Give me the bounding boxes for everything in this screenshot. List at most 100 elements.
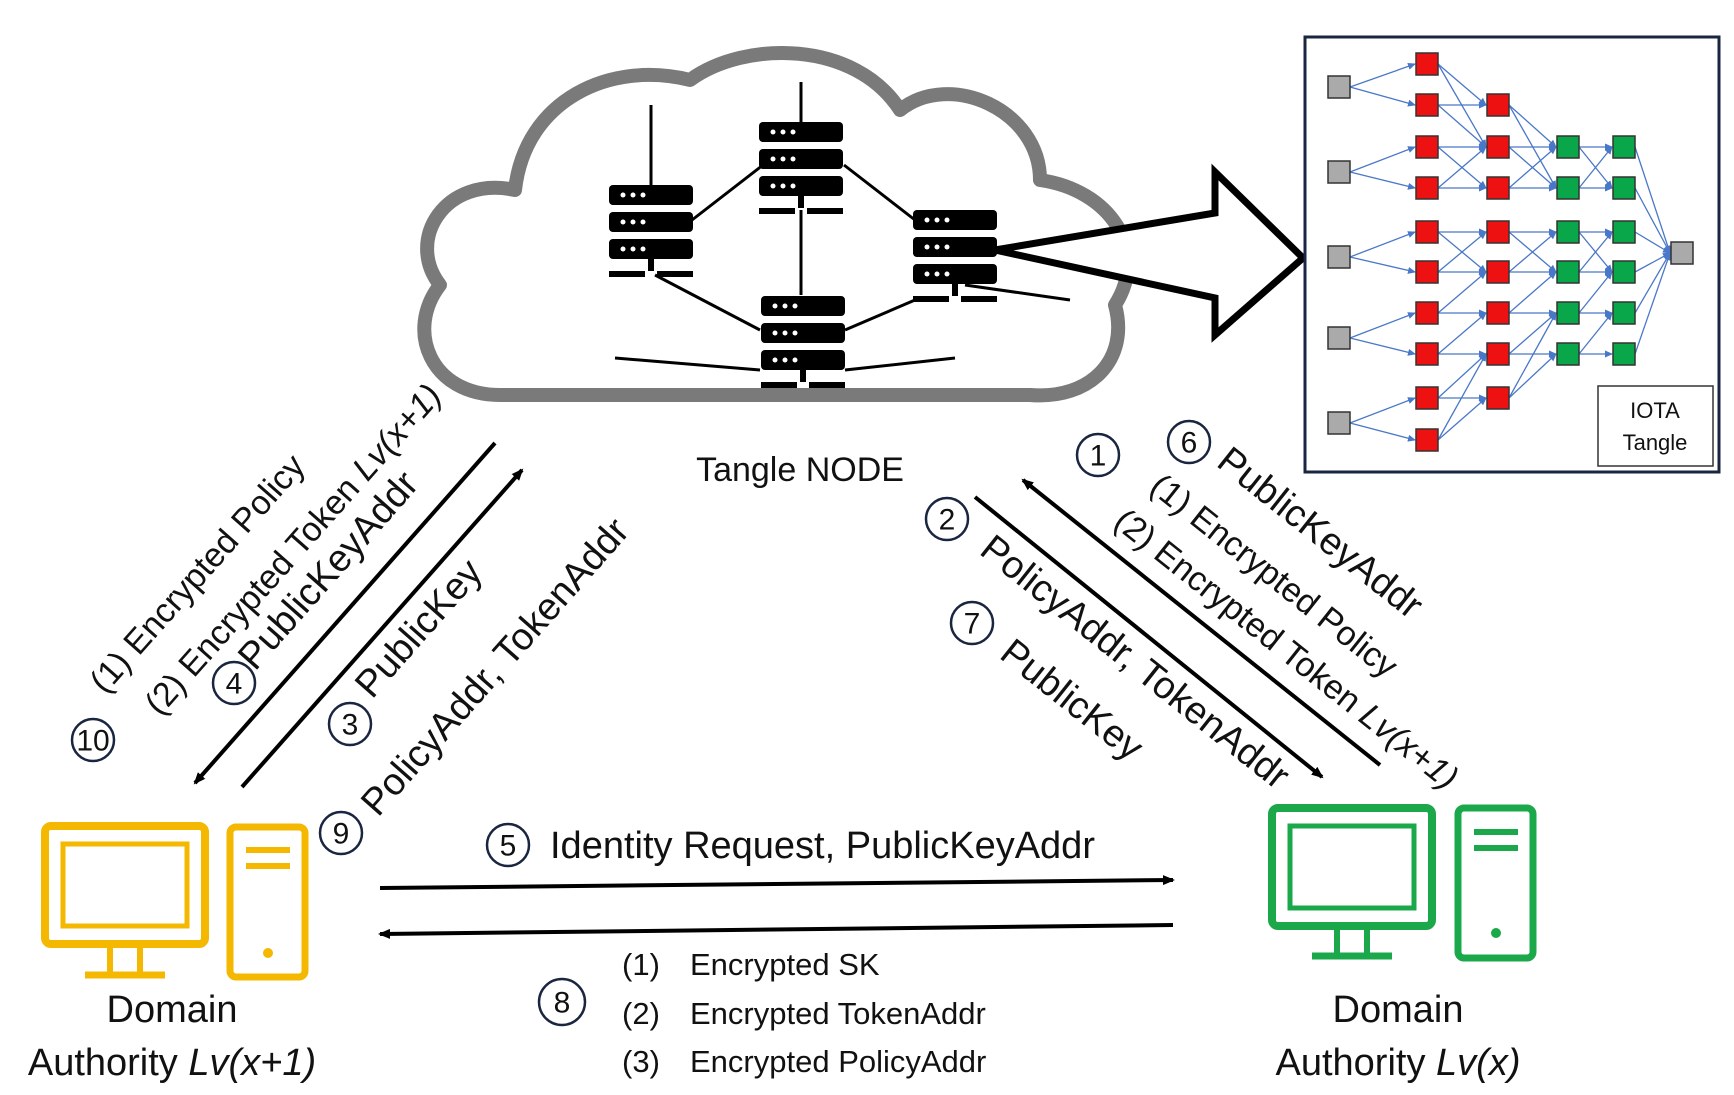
badge-9: 9	[318, 810, 364, 856]
arrow-right-to-left	[378, 923, 1174, 939]
tangle-node	[1327, 75, 1351, 99]
left-authority-line1: Domain	[107, 989, 238, 1031]
response-2-num: (2)	[622, 996, 660, 1031]
tangle-node	[1486, 176, 1510, 200]
tangle-node	[1327, 160, 1351, 184]
tangle-edge	[1578, 231, 1613, 273]
badge-7: 7	[949, 600, 995, 646]
badge-1: 1	[1075, 432, 1121, 478]
tangle-edge	[1437, 231, 1487, 273]
badge-4: 4	[211, 660, 257, 706]
server-4	[761, 296, 845, 388]
tangle-edge	[1437, 397, 1487, 441]
tangle-node	[1486, 220, 1510, 244]
tangle-node	[1612, 301, 1636, 325]
tangle-edge	[1578, 312, 1613, 355]
tangle-edge	[1349, 231, 1416, 258]
right-authority-computer-icon	[1268, 804, 1537, 962]
tangle-node	[1415, 386, 1439, 410]
tangle-edges	[1349, 63, 1672, 442]
tangle-node	[1670, 241, 1694, 265]
response-2-label: Encrypted TokenAddr	[690, 996, 986, 1031]
svg-text:3: 3	[342, 709, 359, 742]
cloud	[417, 46, 1135, 403]
tangle-edge	[1578, 146, 1613, 189]
tangle-node	[1556, 176, 1580, 200]
iota-tangle-panel: IOTA Tangle	[1303, 35, 1721, 474]
tangle-node	[1556, 135, 1580, 159]
svg-text:5: 5	[500, 830, 517, 863]
tangle-edge	[1437, 312, 1487, 355]
response-3-label: Encrypted PolicyAddr	[690, 1044, 986, 1079]
server-2	[759, 122, 843, 214]
badge-3: 3	[327, 701, 373, 747]
tangle-edge	[1437, 353, 1487, 441]
tangle-edge	[1349, 63, 1416, 88]
badge-10: 10	[70, 717, 116, 763]
right-authority-line1: Domain	[1333, 989, 1464, 1031]
tangle-node	[1415, 176, 1439, 200]
arrow-left-to-right	[379, 875, 1175, 890]
tangle-edge	[1578, 271, 1613, 314]
tangle-node	[1556, 342, 1580, 366]
tangle-node	[1556, 301, 1580, 325]
badge-8: 8	[537, 977, 587, 1027]
tangle-node	[1612, 220, 1636, 244]
tangle-node	[1612, 260, 1636, 284]
tangle-pointer-arrow	[994, 163, 1309, 343]
tangle-nodes	[1327, 52, 1694, 452]
tangle-edge	[1437, 63, 1487, 106]
tangle-edge	[1437, 271, 1487, 314]
tangle-node	[1612, 135, 1636, 159]
tangle-edge	[1634, 252, 1671, 314]
tangle-edge	[1349, 397, 1416, 424]
identity-request-label: Identity Request, PublicKeyAddr	[550, 825, 1095, 867]
left-authority-computer-icon	[41, 822, 309, 981]
tangle-edge	[1349, 337, 1416, 356]
tangle-node	[1556, 260, 1580, 284]
tangle-node	[1486, 260, 1510, 284]
tangle-node	[1327, 411, 1351, 435]
tangle-edge	[1508, 271, 1557, 314]
tangle-edge	[1508, 146, 1557, 189]
svg-text:8: 8	[554, 987, 571, 1020]
tangle-node	[1415, 135, 1439, 159]
arrow-cloud-to-right	[973, 495, 1324, 779]
right-authority-line2: Authority Lv(x)	[1276, 1042, 1521, 1084]
tangle-edge	[1437, 104, 1487, 148]
tangle-edge	[1349, 171, 1416, 190]
badge-5: 5	[485, 822, 531, 868]
tangle-edge	[1349, 312, 1416, 339]
badge-2: 2	[924, 496, 970, 542]
tangle-edge	[1349, 146, 1416, 173]
cloud-label: Tangle NODE	[696, 451, 904, 489]
server-network	[609, 82, 1071, 388]
badge-6: 6	[1166, 419, 1212, 465]
tangle-node	[1612, 342, 1636, 366]
tangle-node	[1327, 326, 1351, 350]
response-3-num: (3)	[622, 1044, 660, 1079]
tangle-edge	[1508, 104, 1557, 148]
svg-text:4: 4	[226, 668, 243, 701]
tangle-node	[1486, 342, 1510, 366]
tangle-node	[1486, 135, 1510, 159]
tangle-edge	[1634, 187, 1671, 254]
tangle-node	[1486, 93, 1510, 117]
left-authority-line2: Authority Lv(x+1)	[28, 1042, 316, 1084]
tangle-node	[1415, 52, 1439, 76]
tangle-node	[1486, 386, 1510, 410]
svg-text:9: 9	[333, 818, 350, 851]
tangle-edge	[1508, 353, 1557, 399]
tangle-edge	[1508, 312, 1557, 355]
tangle-node	[1415, 260, 1439, 284]
tangle-edge	[1508, 312, 1557, 399]
tangle-node	[1415, 93, 1439, 117]
tangle-node	[1415, 342, 1439, 366]
tangle-edge	[1349, 422, 1416, 442]
tangle-node	[1612, 176, 1636, 200]
tangle-node	[1415, 301, 1439, 325]
tangle-edge	[1349, 256, 1416, 274]
tangle-label-line1: IOTA	[1630, 398, 1680, 423]
arrow-cloud-to-left	[193, 441, 497, 785]
arrow-right-to-cloud	[1021, 478, 1382, 767]
